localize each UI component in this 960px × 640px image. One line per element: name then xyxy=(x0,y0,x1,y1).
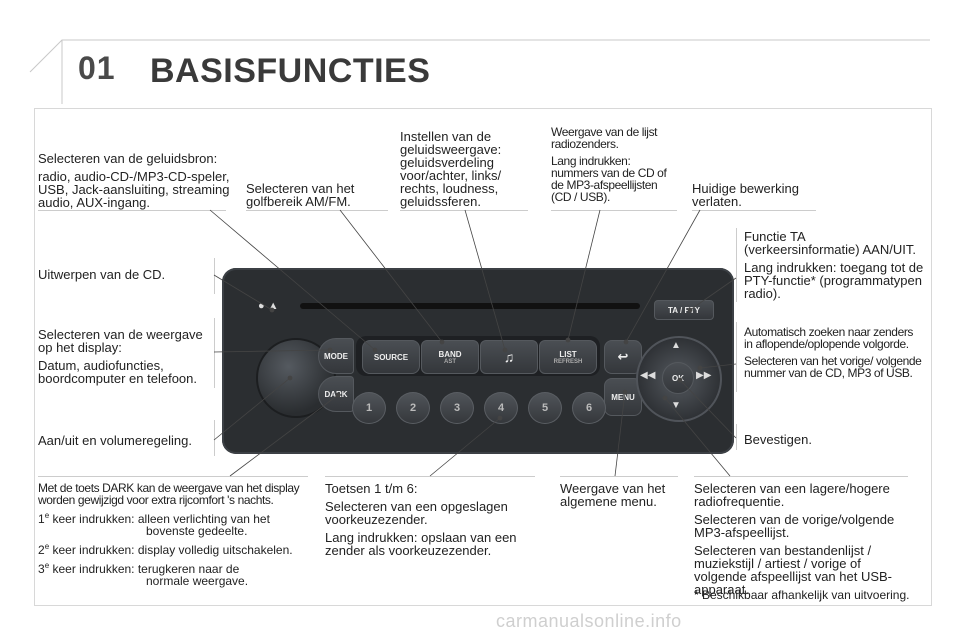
cd-slot xyxy=(300,303,640,309)
radio-unit: ● ▲ TA / PTY MODE DARK SOURCE BAND AST ♫… xyxy=(222,268,734,454)
chapter-number: 01 xyxy=(78,50,116,86)
preset-button-4[interactable]: 4 xyxy=(484,392,518,424)
label-list: Weergave van de lijst radiozenders. Lang… xyxy=(551,125,667,204)
preset-button-3[interactable]: 3 xyxy=(440,392,474,424)
label-back: Huidige bewerking verlaten. xyxy=(692,181,799,209)
label-freq: Selecteren van een lagere/hogere radiofr… xyxy=(694,481,895,597)
divider xyxy=(214,420,215,456)
label-mode: Selecteren van de weergave op het displa… xyxy=(38,327,203,386)
label-sound: Instellen van de geluidsweergave: geluid… xyxy=(400,129,502,209)
dark-button[interactable]: DARK xyxy=(318,376,354,412)
divider xyxy=(38,476,308,477)
content-frame xyxy=(34,108,932,606)
divider xyxy=(736,228,737,302)
preset-button-5[interactable]: 5 xyxy=(528,392,562,424)
label-band: Selecteren van het golfbereik AM/FM. xyxy=(246,181,355,209)
divider xyxy=(736,424,737,450)
footnote: * Beschikbaar afhankelijk van uitvoering… xyxy=(694,588,910,602)
preset-row: 1 2 3 4 5 6 xyxy=(352,392,606,424)
divider xyxy=(694,476,908,477)
band-button[interactable]: BAND AST xyxy=(421,340,479,374)
mode-button[interactable]: MODE xyxy=(318,338,354,374)
page-title: BASISFUNCTIES xyxy=(150,52,431,90)
label-power: Aan/uit en volumeregeling. xyxy=(38,433,192,448)
back-icon[interactable]: ↩ xyxy=(604,340,642,374)
label-source: Selecteren van de geluidsbron: radio, au… xyxy=(38,151,230,210)
label-menu: Weergave van het algemene menu. xyxy=(560,481,666,509)
ta-pty-button[interactable]: TA / PTY xyxy=(654,300,714,320)
preset-button-6[interactable]: 6 xyxy=(572,392,606,424)
ok-button[interactable]: OK xyxy=(662,362,694,394)
label-dark: Met de toets DARK kan de weergave van he… xyxy=(38,481,300,507)
divider xyxy=(692,210,816,211)
label-presets: Toetsen 1 t/m 6: Selecteren van een opge… xyxy=(325,481,517,558)
music-note-icon[interactable]: ♫ xyxy=(480,340,538,374)
preset-button-1[interactable]: 1 xyxy=(352,392,386,424)
divider xyxy=(551,210,677,211)
dark-steps: 1e keer indrukken: alleen verlichting va… xyxy=(38,510,310,587)
label-ok: Bevestigen. xyxy=(744,432,812,447)
watermark: carmanualsonline.info xyxy=(496,611,682,631)
eject-icon[interactable]: ● ▲ xyxy=(258,300,279,312)
divider xyxy=(736,322,737,392)
divider xyxy=(246,210,388,211)
down-arrow-icon[interactable]: ▼ xyxy=(671,400,681,411)
dark-step-2: 2e keer indrukken: display volledig uits… xyxy=(38,542,293,557)
source-button[interactable]: SOURCE xyxy=(362,340,420,374)
divider xyxy=(214,258,215,294)
list-sub-label: REFRESH xyxy=(553,358,583,365)
divider xyxy=(325,476,535,477)
rewind-icon[interactable]: ◀◀ xyxy=(640,370,656,381)
fast-forward-icon[interactable]: ▶▶ xyxy=(696,370,712,381)
band-sub-label: AST xyxy=(444,358,456,365)
divider xyxy=(38,210,226,211)
divider xyxy=(214,318,215,388)
label-ta: Functie TA (verkeersinformatie) AAN/UIT.… xyxy=(744,229,924,301)
label-eject: Uitwerpen van de CD. xyxy=(38,267,166,282)
band-label: BAND xyxy=(438,349,462,359)
list-label: LIST xyxy=(559,349,577,359)
preset-button-2[interactable]: 2 xyxy=(396,392,430,424)
list-button[interactable]: LIST REFRESH xyxy=(539,340,597,374)
dark-step-1: 1e keer indrukken: alleen verlichting va… xyxy=(38,511,270,538)
divider xyxy=(560,476,678,477)
up-arrow-icon[interactable]: ▲ xyxy=(671,340,681,351)
label-seek: Automatisch zoeken naar zenders in aflop… xyxy=(744,325,922,380)
divider xyxy=(400,210,528,211)
